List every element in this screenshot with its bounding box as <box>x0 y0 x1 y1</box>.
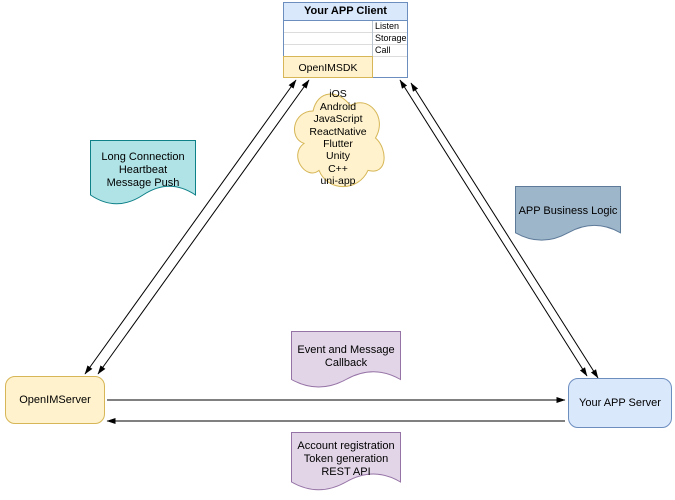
client-interface-storage: Storage <box>373 33 407 45</box>
note-event-callback: Event and Message Callback <box>291 331 401 395</box>
client-grid-row <box>284 33 372 45</box>
client-interface-listen: Listen <box>373 21 407 33</box>
openimserver-node: OpenIMServer <box>5 376 105 424</box>
document-shape <box>291 432 401 491</box>
document-shape <box>291 331 401 388</box>
openimsdk-node: OpenIMSDK <box>283 56 373 78</box>
connector-openimserver-client-a <box>84 79 297 375</box>
your-app-client-node: Your APP Client OpenIMSDK Listen Storage… <box>283 2 408 78</box>
note-app-business-logic-text: APP Business Logic <box>518 204 618 217</box>
note-account-registration: Account registration Token generation RE… <box>291 432 401 498</box>
client-body: OpenIMSDK Listen Storage Call <box>283 21 407 78</box>
connector-client-appserver-b <box>410 82 599 379</box>
note-app-business-logic: APP Business Logic <box>515 186 621 248</box>
note-long-connection-text: Long Connection Heartbeat Message Push <box>101 151 185 189</box>
note-account-registration-text: Account registration Token generation RE… <box>297 439 395 478</box>
client-grid: OpenIMSDK <box>283 21 373 78</box>
client-grid-row <box>284 21 372 33</box>
platforms-cloud: iOS Android JavaScript ReactNative Flutt… <box>288 84 388 192</box>
client-interface-column: Listen Storage Call <box>373 21 407 78</box>
note-long-connection: Long Connection Heartbeat Message Push <box>90 140 196 213</box>
client-interface-call: Call <box>373 45 407 57</box>
connector-openimserver-client-b <box>97 79 310 375</box>
client-title: Your APP Client <box>284 3 407 21</box>
your-app-server-node: Your APP Server <box>568 378 672 428</box>
platforms-list: iOS Android JavaScript ReactNative Flutt… <box>309 88 367 188</box>
note-event-callback-text: Event and Message Callback <box>297 344 395 369</box>
